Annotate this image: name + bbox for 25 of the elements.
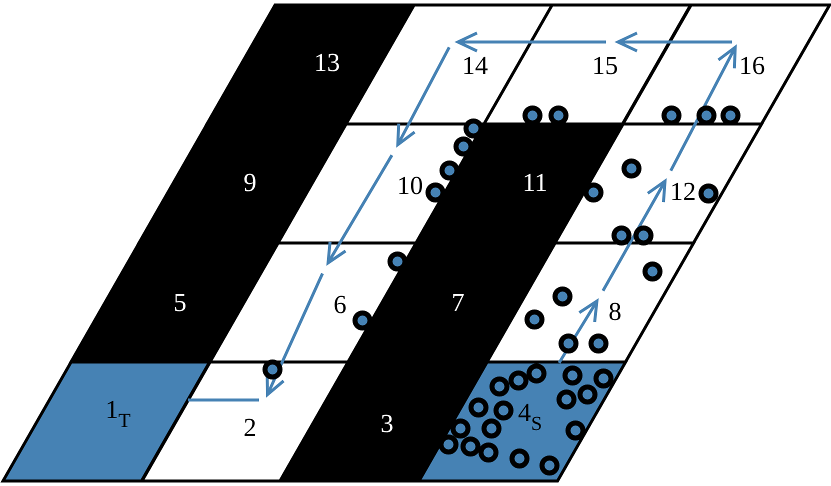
connector-line: [188, 398, 259, 402]
cell-number: 9: [243, 170, 256, 196]
cell-number: 2: [244, 415, 256, 441]
arrow: [456, 32, 606, 52]
cell-number: 4$_{S}$: [518, 400, 542, 434]
cell-number: 14: [462, 53, 488, 79]
cell-number: 15: [592, 53, 618, 79]
cell-number: 6: [333, 292, 346, 318]
cell-number: 8: [608, 299, 622, 325]
cell-number: 7: [451, 290, 464, 316]
cell-number: 13: [314, 50, 340, 76]
cell-number: 16: [738, 53, 765, 79]
arrow: [558, 300, 598, 364]
arrow: [669, 46, 737, 172]
arrow: [266, 272, 324, 396]
cell-number: 1$_{T}$: [105, 397, 131, 431]
arrow: [396, 46, 451, 146]
cell-number: 11: [522, 170, 548, 196]
arrow: [326, 154, 394, 264]
cell-number: 3: [380, 411, 394, 437]
arrow: [616, 32, 732, 52]
arrow: [602, 180, 666, 292]
cell-number: 12: [670, 179, 696, 205]
cell-number: 5: [173, 290, 186, 316]
cell-number: 10: [396, 173, 423, 199]
